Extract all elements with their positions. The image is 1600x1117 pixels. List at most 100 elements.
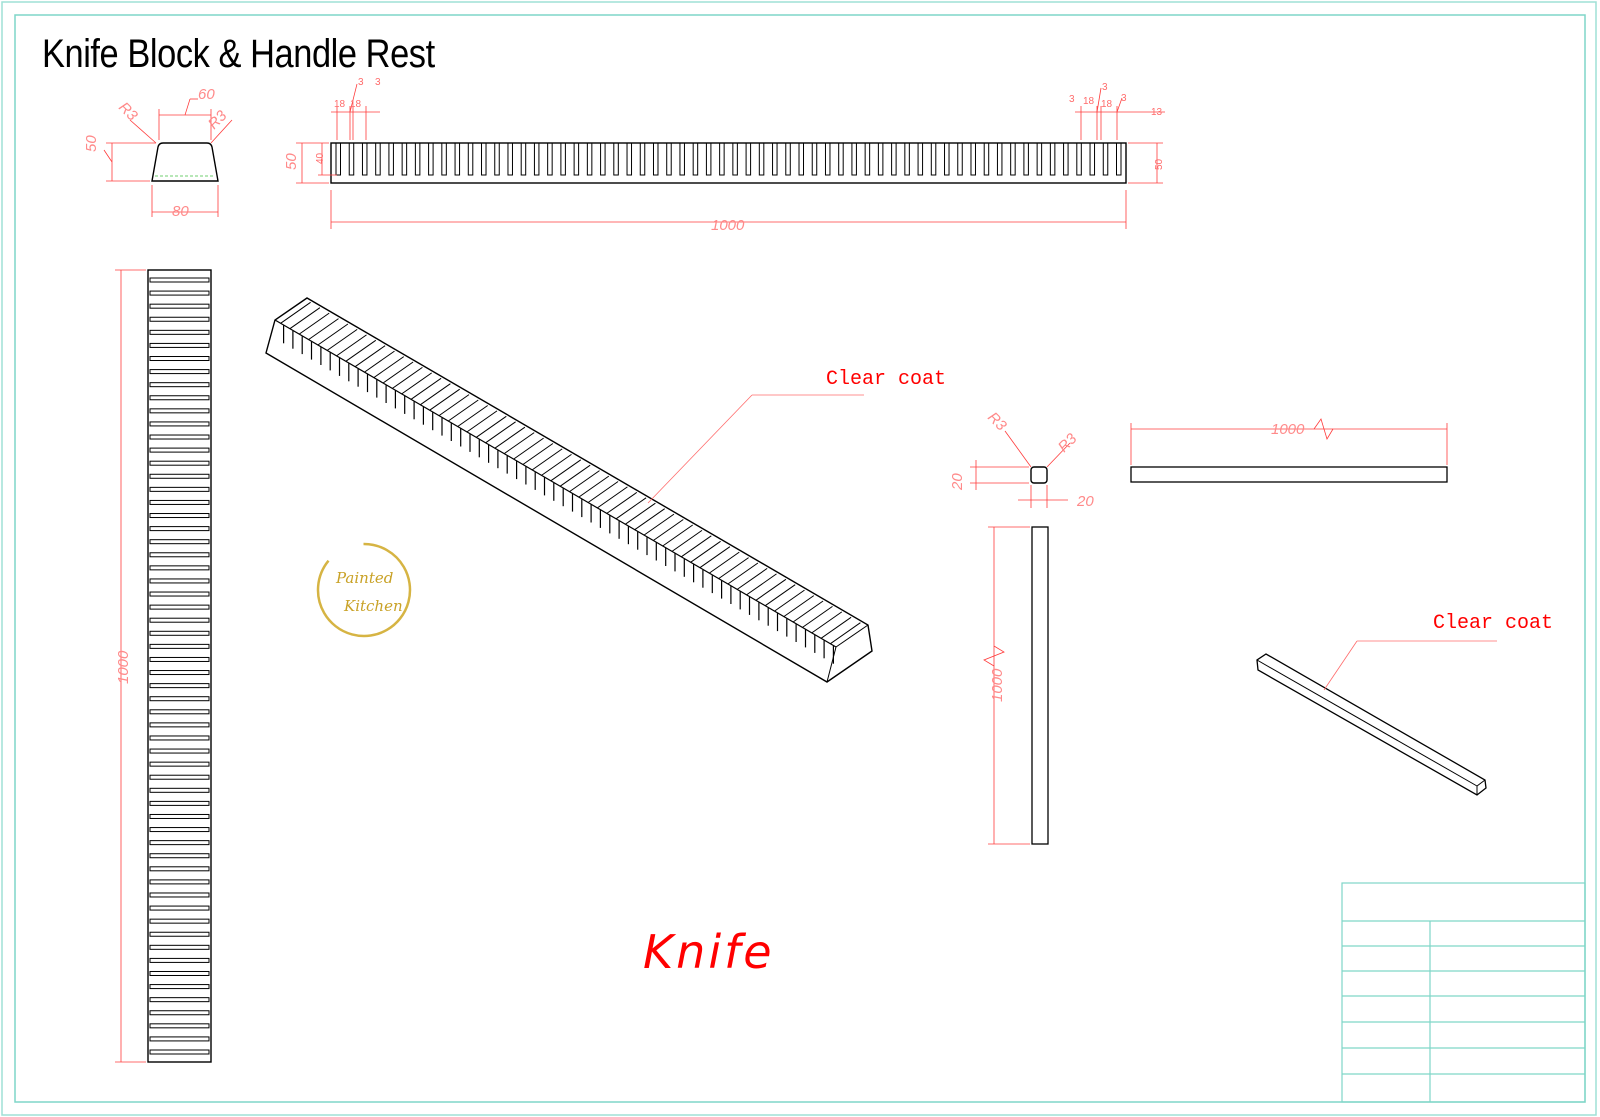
block-top-slot <box>149 997 210 1003</box>
block-top-slot <box>149 460 210 466</box>
block-side-end-height-dim: 50 <box>1154 158 1165 170</box>
rest-top-length-dim: 1000 <box>1271 421 1305 438</box>
block-iso-slot-top <box>420 383 451 406</box>
block-iso-slot-top <box>634 508 665 531</box>
inner-frame <box>14 14 1586 1103</box>
block-iso-slot-top <box>774 589 805 612</box>
block-iso-slot-top <box>457 405 488 427</box>
block-side-slot <box>547 142 553 176</box>
block-side-slot <box>520 142 527 176</box>
rest-profile-view: 20 20 R3 R3 <box>949 409 1094 510</box>
block-iso-slot-top <box>802 605 833 628</box>
block-top-slot <box>149 552 210 558</box>
block-top-slot <box>149 840 210 846</box>
drawing-title: Knife Block & Handle Rest <box>42 32 435 76</box>
block-side-slot <box>785 142 791 176</box>
block-iso-slot-top <box>709 551 740 574</box>
block-side-slot <box>348 142 355 176</box>
block-iso-slot-top <box>401 372 432 395</box>
block-side-slot <box>811 142 818 176</box>
rest-profile-radius-left: R3 <box>984 409 1010 435</box>
rest-profile-height-dim: 20 <box>949 473 966 491</box>
block-iso-slot-top <box>690 540 721 563</box>
block-iso-slot-top <box>783 595 815 618</box>
rest-isometric-view <box>1256 640 1497 796</box>
block-iso-slot-top <box>382 361 414 384</box>
logo-line-2: Kitchen <box>343 597 403 615</box>
block-isometric-note: Clear coat <box>826 368 946 391</box>
block-top-slot <box>149 1023 210 1029</box>
block-side-slot <box>891 142 897 176</box>
block-side-slot <box>970 142 976 176</box>
block-top-slot <box>149 1036 210 1042</box>
block-iso-slot-top <box>820 616 852 639</box>
block-side-slot <box>441 142 447 176</box>
block-iso-slot-top <box>653 519 684 541</box>
block-isometric-view <box>265 297 873 683</box>
block-side-slot <box>428 142 434 176</box>
block-top-slot <box>149 656 210 662</box>
block-side-height-dim: 50 <box>283 153 300 170</box>
block-iso-slot-top <box>615 497 647 520</box>
block-iso-slot-top <box>354 345 386 368</box>
block-iso-slot-top <box>345 339 377 362</box>
block-side-slot <box>481 142 487 176</box>
block-side-slot <box>1089 142 1096 176</box>
block-side-slot <box>613 142 619 176</box>
block-iso-slot-top <box>643 513 675 536</box>
block-iso-slot-top <box>308 318 339 341</box>
block-iso-slot-top <box>438 394 470 417</box>
block-iso-slot-top <box>718 557 749 580</box>
block-side-gap-right-3: 3 <box>1121 93 1127 104</box>
block-side-slot <box>1023 142 1029 176</box>
block-side-gap-left: 3 <box>358 77 364 88</box>
block-top-slot <box>149 905 210 911</box>
block-side-slot <box>1063 142 1069 176</box>
block-side-slot <box>388 142 394 176</box>
block-side-slot-width-right-2: 18 <box>1101 99 1113 110</box>
block-side-slot <box>838 142 844 176</box>
rest-isometric-note: Clear coat <box>1433 612 1553 635</box>
block-iso-slot-top <box>727 562 759 585</box>
block-top-slot <box>149 722 210 728</box>
block-side-gap-left-2: 3 <box>375 77 381 88</box>
block-iso-slot-top <box>764 584 796 607</box>
block-iso-slot-top <box>606 491 638 514</box>
block-side-slot-depth-dim: 40 <box>315 152 326 164</box>
block-iso-slot-top <box>485 421 516 444</box>
block-top-slot <box>149 735 210 741</box>
block-side-slot <box>745 142 752 176</box>
block-iso-slot-top <box>662 524 693 547</box>
block-top-slot <box>149 709 210 715</box>
block-iso-slot-top <box>280 301 311 324</box>
block-top-slot <box>149 970 210 976</box>
block-profile-bottom-dim: 80 <box>172 203 189 220</box>
block-iso-slot-top <box>578 475 610 498</box>
block-side-slot <box>639 142 646 176</box>
block-iso-slot-top <box>830 622 861 645</box>
block-side-slot <box>1049 142 1056 176</box>
block-side-slot <box>1076 142 1082 176</box>
block-top-slot <box>149 853 210 859</box>
block-side-slot <box>957 142 963 176</box>
block-iso-slot-top <box>671 529 703 552</box>
block-top-slot <box>149 382 210 388</box>
block-iso-slot-top <box>448 399 479 422</box>
block-iso-slot-top <box>410 377 442 400</box>
block-top-slot <box>149 303 210 309</box>
block-top-slot <box>149 513 210 519</box>
block-iso-slot-top <box>625 502 656 525</box>
block-side-slot <box>692 142 699 176</box>
block-side-slot <box>666 142 672 176</box>
block-iso-slot-top <box>736 567 768 590</box>
block-iso-slot-top <box>503 432 535 455</box>
block-side-slot-width-right-1: 18 <box>1083 96 1095 107</box>
block-iso-slot-top <box>681 535 712 558</box>
block-top-slot <box>149 499 210 505</box>
block-side-slot <box>917 142 924 176</box>
logo-line-1: Painted <box>335 569 393 587</box>
block-side-slot <box>930 142 937 176</box>
block-top-slot <box>149 931 210 937</box>
